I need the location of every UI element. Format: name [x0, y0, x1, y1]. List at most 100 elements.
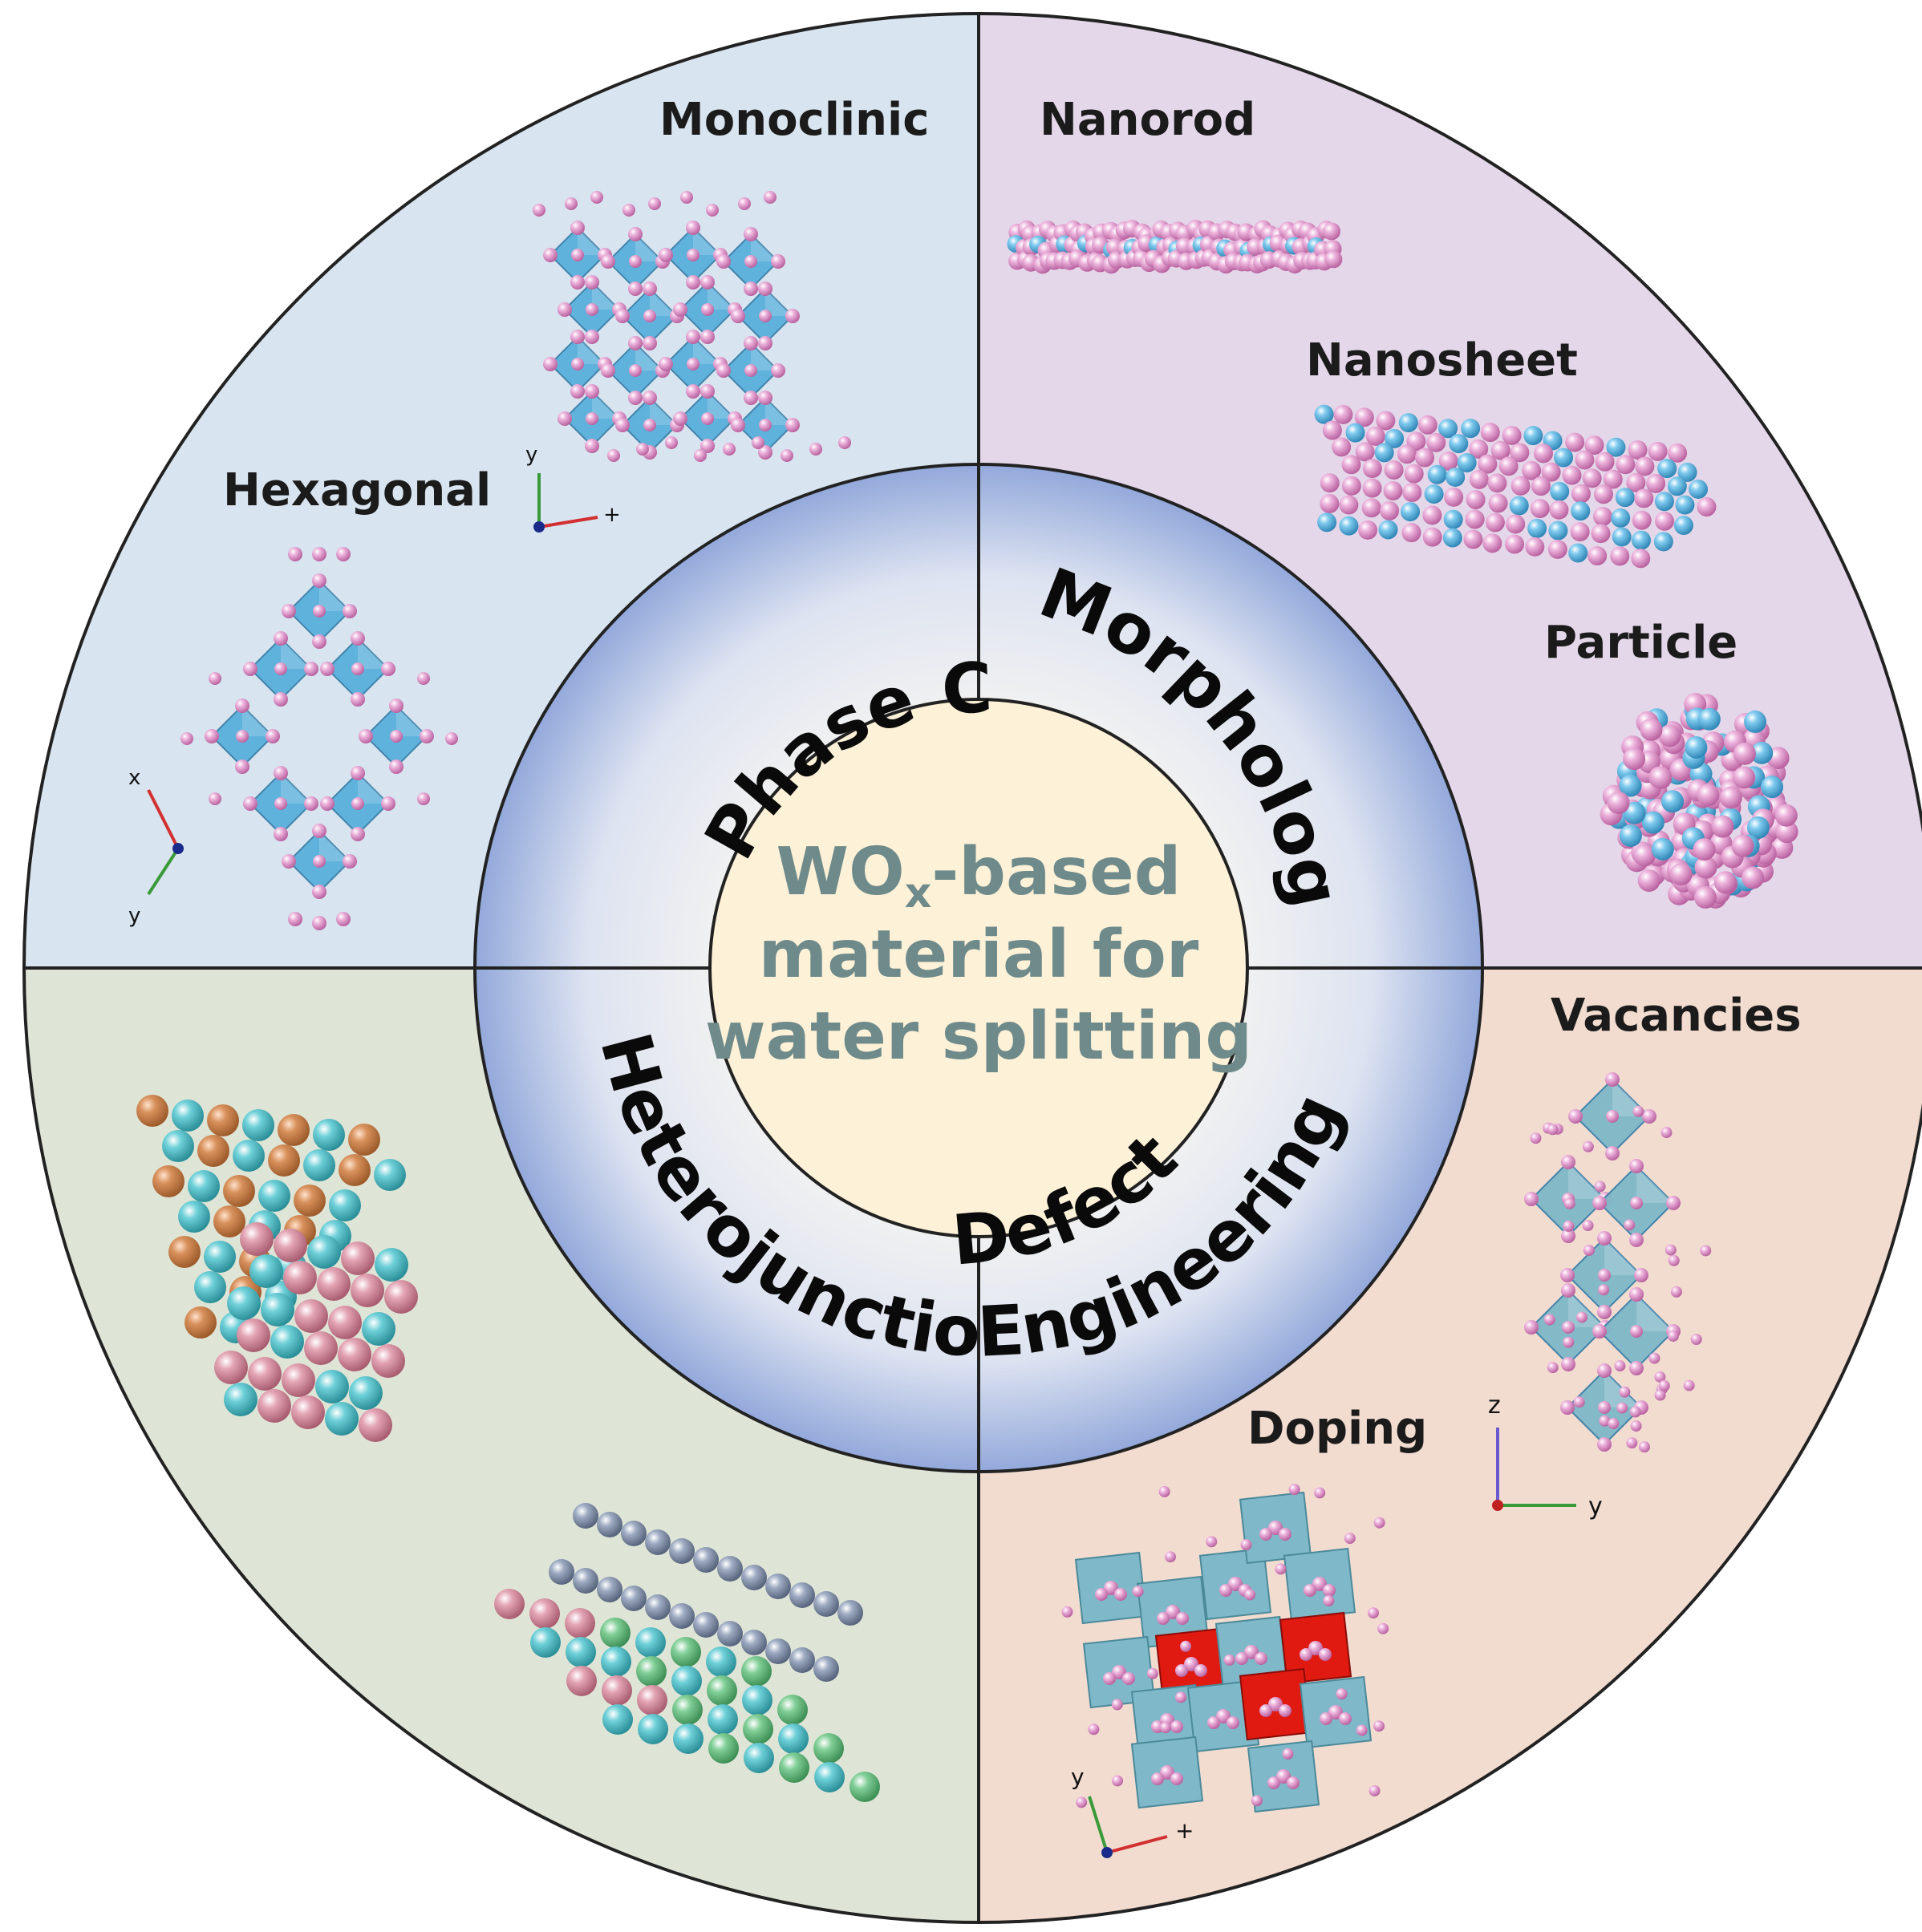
- oxygen-atom: [1300, 1648, 1312, 1661]
- grey-atom: [693, 1547, 719, 1573]
- oxygen-atom: [686, 330, 700, 344]
- nanosheet-atom: [1446, 467, 1466, 487]
- particle-atom: [1742, 866, 1765, 889]
- oxygen-atom: [1282, 1748, 1294, 1760]
- heterojunction-layer-atom: [600, 1618, 631, 1648]
- octahedron-facet: [578, 337, 605, 364]
- hexagonal-structure: [180, 547, 458, 930]
- axis-label-horizontal: +: [1175, 1817, 1194, 1844]
- heterojunction-atom: [178, 1201, 210, 1233]
- oxygen-atom: [236, 730, 249, 743]
- nanosheet-atom: [1422, 527, 1442, 547]
- oxygen-atom: [659, 357, 673, 371]
- heterojunction-layer-atom: [813, 1733, 844, 1764]
- oxygen-atom: [274, 797, 287, 810]
- oxygen-atom: [643, 336, 657, 350]
- octahedron-facet: [396, 706, 427, 736]
- heterojunction-atom: [270, 1325, 304, 1359]
- oxygen-atom: [1606, 1110, 1619, 1123]
- heterojunction-layer-atom: [777, 1695, 808, 1725]
- nanosheet-atom: [1354, 407, 1374, 427]
- oxygen-atom: [312, 634, 326, 649]
- nanosheet-atom: [1465, 509, 1485, 529]
- oxygen-atom: [266, 729, 280, 743]
- heterojunction-atom: [258, 1180, 290, 1212]
- nanosheet-atom: [1509, 496, 1529, 516]
- oxygen-atom: [615, 418, 630, 432]
- oxygen-atom: [781, 449, 793, 462]
- oxygen-atom: [673, 411, 687, 426]
- oxygen-atom: [1323, 1594, 1335, 1606]
- heterojunction-layer-atom: [602, 1704, 633, 1735]
- oxygen-atom: [1114, 1588, 1127, 1601]
- oxygen-atom: [420, 729, 434, 743]
- monoclinic-structure: [533, 191, 851, 462]
- nanosheet-atom: [1615, 488, 1635, 508]
- oxygen-atom: [744, 391, 758, 405]
- octahedron-facet: [751, 343, 778, 371]
- heterojunction-atom: [261, 1293, 294, 1326]
- oxygen-atom: [1146, 1667, 1158, 1679]
- particle-atom: [1693, 885, 1717, 909]
- oxygen-atom: [1561, 1155, 1575, 1169]
- nanosheet-atom: [1562, 465, 1582, 485]
- axis-label-horizontal: +: [603, 503, 621, 527]
- heterojunction-layer-atom: [638, 1714, 668, 1744]
- axis-x-arrow: [147, 789, 180, 849]
- particle-atom: [1693, 838, 1716, 861]
- heterojunction-atom: [172, 1100, 204, 1132]
- nanosheet-atom: [1612, 527, 1632, 547]
- oxygen-atom: [716, 363, 731, 378]
- nanosheet-atom: [1628, 440, 1648, 460]
- heterojunction-atom: [313, 1119, 345, 1151]
- nanosheet-atom: [1339, 516, 1359, 536]
- oxygen-atom: [706, 204, 719, 217]
- oxygen-atom: [1543, 1314, 1555, 1326]
- nanosheet-atom: [1427, 464, 1447, 484]
- oxygen-atom: [1314, 1487, 1326, 1499]
- oxygen-atom: [1560, 1400, 1575, 1415]
- oxygen-atom: [629, 255, 642, 268]
- nanorod-structure: [1007, 220, 1343, 274]
- octahedron-facet: [578, 228, 605, 255]
- nanosheet-atom: [1505, 534, 1525, 554]
- oxygen-atom: [1275, 1563, 1287, 1575]
- oxygen-atom: [585, 439, 599, 453]
- particle-atom: [1746, 816, 1770, 839]
- grey-atom: [621, 1586, 647, 1611]
- oxygen-atom: [1560, 1268, 1575, 1282]
- oxygen-atom: [1111, 1699, 1123, 1711]
- oxygen-atom: [723, 443, 736, 456]
- grey-atom: [645, 1529, 671, 1555]
- heterojunction-layer-atom: [672, 1695, 703, 1725]
- octahedron-facet: [1604, 1238, 1641, 1275]
- oxygen-atom: [1112, 1775, 1124, 1787]
- heterojunction-layer-atom: [530, 1627, 561, 1658]
- nanosheet-atom: [1523, 426, 1543, 446]
- nanosheet-atom: [1527, 518, 1547, 538]
- oxygen-atom: [336, 912, 351, 926]
- oxygen-atom: [758, 281, 772, 296]
- nanosheet-atom: [1438, 419, 1458, 439]
- oxygen-atom: [1563, 1197, 1575, 1209]
- oxygen-atom: [351, 631, 365, 646]
- oxygen-atom: [1638, 1441, 1650, 1453]
- heterojunction-layer-atom: [529, 1598, 560, 1629]
- oxygen-atom: [700, 330, 715, 344]
- heterojunction-atom: [240, 1222, 274, 1256]
- heterojunction-layer-atom: [743, 1714, 773, 1744]
- oxygen-atom: [205, 729, 219, 743]
- nanosheet-atom: [1571, 501, 1591, 521]
- oxygen-atom: [1251, 1795, 1263, 1807]
- nanosheet-atom: [1384, 460, 1404, 480]
- oxygen-atom: [571, 358, 584, 371]
- axis-origin: [533, 521, 545, 533]
- nanosheet-structure: [1314, 404, 1717, 569]
- center-title-line2: material for: [759, 917, 1199, 993]
- nanosheet-atom: [1603, 469, 1623, 489]
- octahedron-facet: [765, 398, 793, 425]
- grey-atom: [789, 1647, 815, 1673]
- oxygen-atom: [1583, 1245, 1595, 1257]
- oxygen-atom: [1616, 1402, 1628, 1414]
- nanosheet-atom: [1485, 512, 1505, 533]
